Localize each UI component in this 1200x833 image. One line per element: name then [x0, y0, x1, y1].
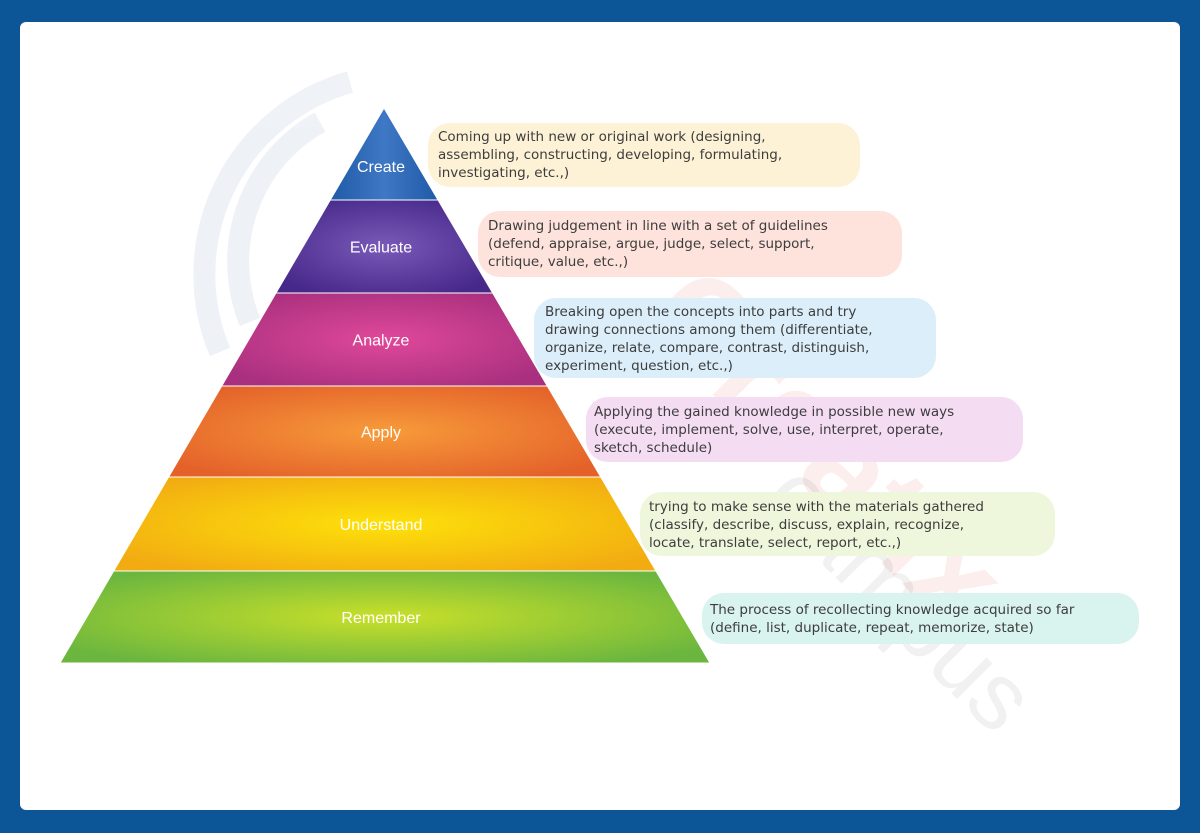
description-pill-create [428, 123, 860, 187]
description-text-remember: The process of recollecting knowledge ac… [710, 602, 1075, 636]
description-text-analyze: Breaking open the concepts into parts an… [545, 304, 873, 374]
description-text-apply: Applying the gained knowledge in possibl… [594, 404, 955, 456]
description-pill-apply [586, 397, 1023, 462]
description-text-understand: trying to make sense with the materials … [649, 499, 984, 551]
description-pill-analyze [534, 298, 936, 378]
pyramid-layer-remember [59, 570, 711, 664]
pyramid-label-remember: Remember [341, 610, 421, 627]
pyramid-label-understand: Understand [340, 517, 423, 534]
pyramid: CreateEvaluateAnalyzeApplyUnderstandReme… [59, 107, 711, 664]
pyramid-layer-create [329, 107, 439, 201]
pyramid-label-apply: Apply [361, 425, 401, 442]
pyramid-label-create: Create [357, 159, 405, 176]
diagram-card: Creatix campus [20, 22, 1180, 810]
description-text-evaluate: Drawing judgement in line with a set of … [488, 218, 828, 270]
pyramid-label-evaluate: Evaluate [350, 240, 412, 257]
description-pill-remember [702, 593, 1139, 644]
description-pill-evaluate [478, 211, 902, 277]
pyramid-label-analyze: Analyze [353, 333, 410, 350]
description-text-create: Coming up with new or original work (des… [438, 129, 783, 181]
description-pill-understand [640, 492, 1055, 556]
